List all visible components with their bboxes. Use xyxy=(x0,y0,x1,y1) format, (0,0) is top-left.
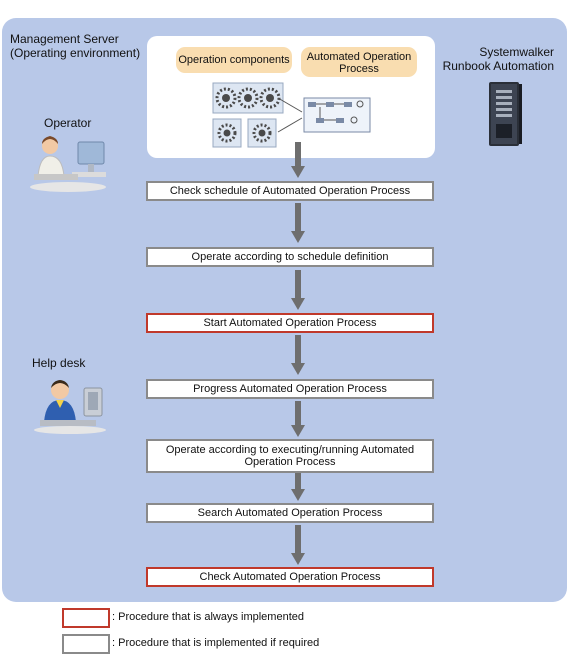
automated-process-label-line1: Automated Operation xyxy=(306,51,412,63)
flow-arrow xyxy=(291,142,305,178)
gear-icon xyxy=(215,87,237,109)
step-search-process: Search Automated Operation Process xyxy=(146,503,434,523)
helpdesk-person-icon xyxy=(34,380,106,434)
gear-group-top xyxy=(212,82,284,114)
flow-arrow xyxy=(291,401,305,437)
operation-components-pill: Operation components xyxy=(176,47,292,73)
automated-process-pill: Automated Operation Process xyxy=(301,47,417,77)
step-operate-schedule: Operate according to schedule definition xyxy=(146,247,434,267)
gear-icon xyxy=(259,87,281,109)
legend-required-text: : Procedure that is always implemented xyxy=(112,611,304,623)
environment-subtitle: (Operating environment) xyxy=(10,46,141,60)
flow-arrow xyxy=(291,335,305,375)
legend-optional-text: : Procedure that is implemented if requi… xyxy=(112,637,320,649)
operator-label: Operator xyxy=(44,116,92,130)
gear-group-bottom-left xyxy=(212,118,242,148)
flow-arrow xyxy=(291,203,305,243)
step-operate-executing: Operate according to executing/running A… xyxy=(146,439,434,473)
step-progress-process: Progress Automated Operation Process xyxy=(146,379,434,399)
process-flow-thumbnail xyxy=(277,97,371,133)
gear-icon xyxy=(252,123,272,143)
gear-group-bottom-right xyxy=(247,118,277,148)
server-icon xyxy=(489,82,522,146)
automated-process-label-line2: Process xyxy=(339,63,379,75)
gear-icon xyxy=(217,123,237,143)
flow-arrow xyxy=(291,471,305,501)
gear-icon xyxy=(237,87,259,109)
operation-components-label: Operation components xyxy=(178,54,290,66)
step-check-schedule: Check schedule of Automated Operation Pr… xyxy=(146,181,434,201)
environment-title: Management Server xyxy=(10,32,119,46)
flow-arrow xyxy=(291,525,305,565)
legend-optional-swatch xyxy=(62,634,110,654)
helpdesk-label: Help desk xyxy=(32,356,86,370)
step-check-process: Check Automated Operation Process xyxy=(146,567,434,587)
flow-arrow xyxy=(291,270,305,310)
product-name-line1: Systemwalker xyxy=(479,45,554,59)
step-start-process: Start Automated Operation Process xyxy=(146,313,434,333)
product-name-line2: Runbook Automation xyxy=(442,59,554,73)
operator-person-icon xyxy=(30,136,106,192)
legend-required-swatch xyxy=(62,608,110,628)
